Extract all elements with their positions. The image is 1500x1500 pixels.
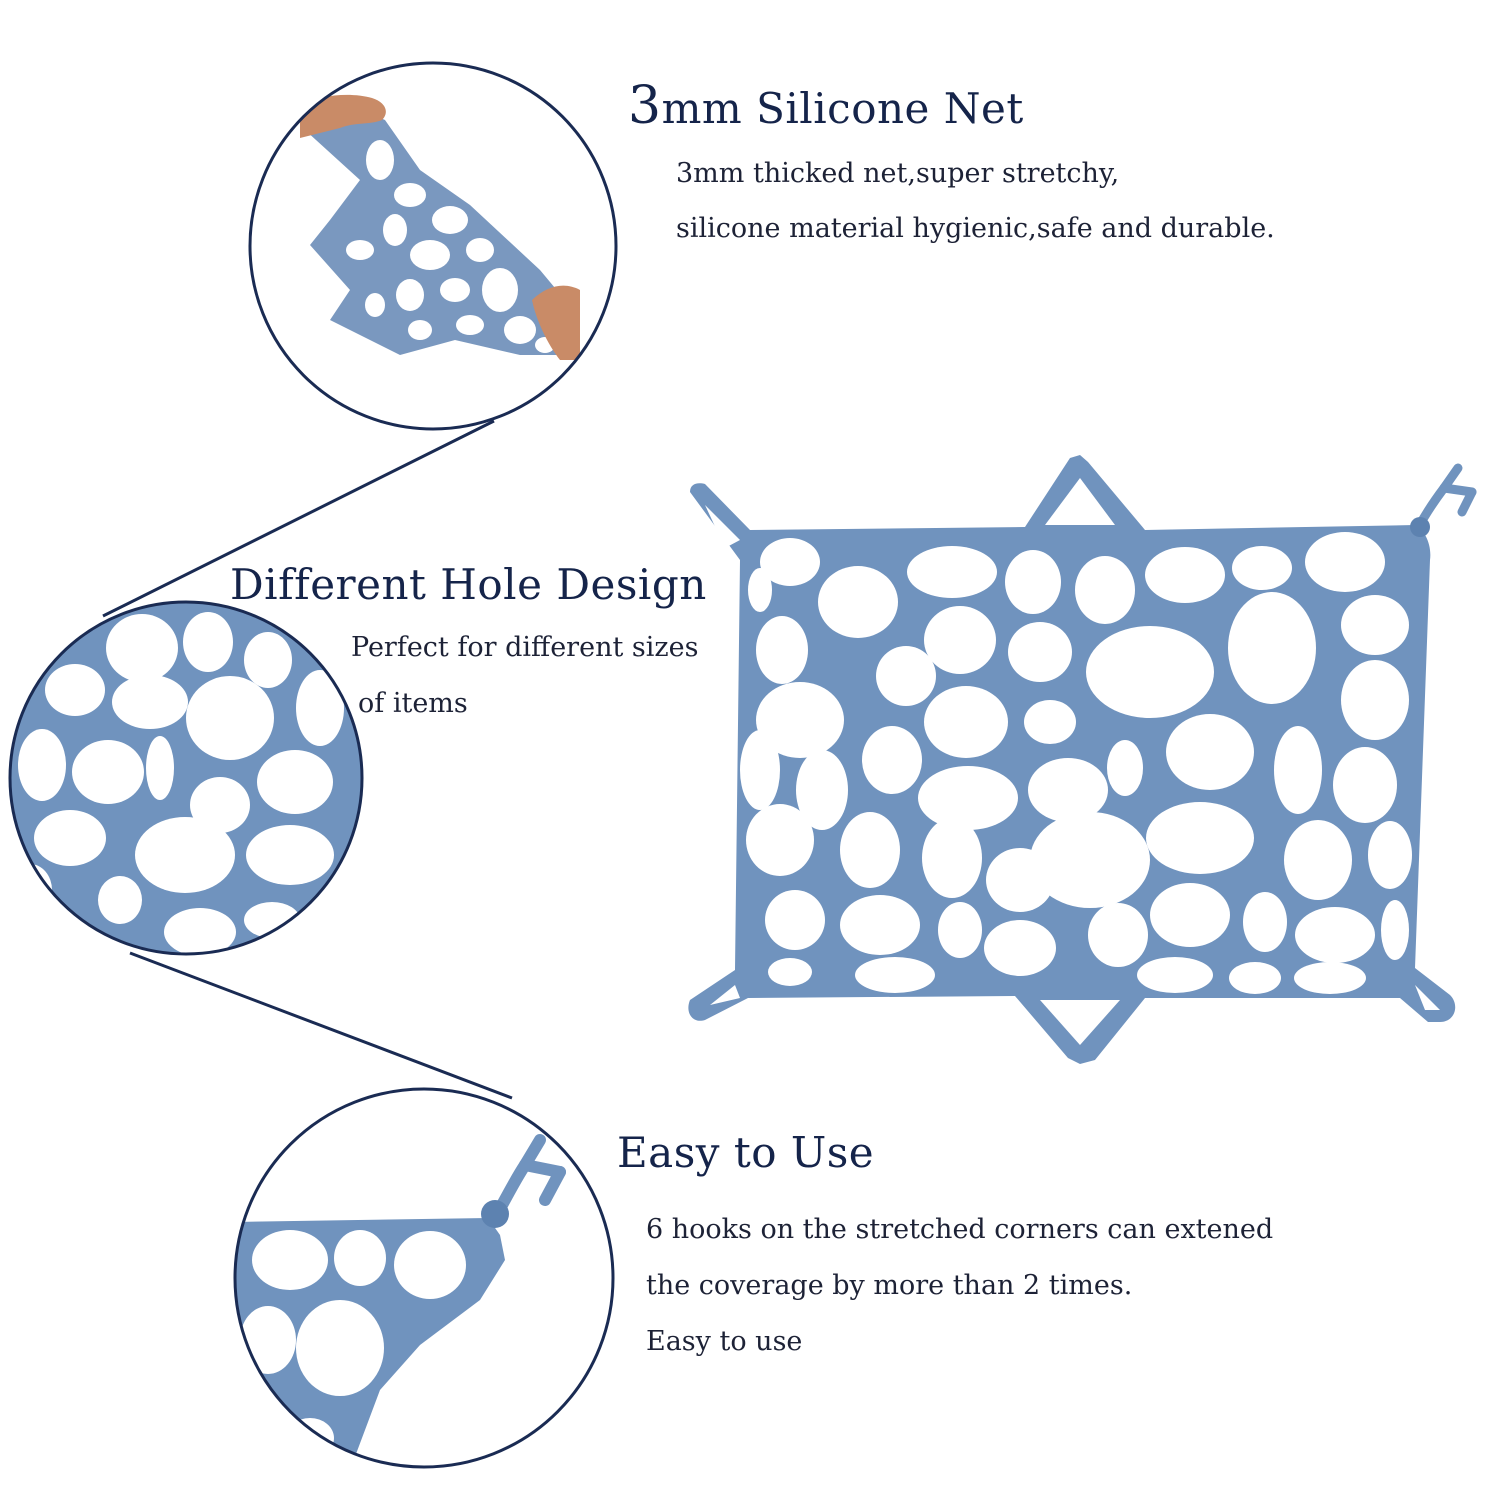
easy-use-desc-line-1: 6 hooks on the stretched corners can ext… [646,1214,1274,1245]
hole-design-desc-line-2: of items [358,688,468,719]
hole-design-desc-line-1: Perfect for different sizes [351,632,699,663]
hole-pattern-closeup [10,602,362,954]
silicone-net-main [688,455,1477,1064]
easy-use-desc-line-2: the coverage by more than 2 times. [646,1270,1133,1301]
silicone-net-desc-line-1: 3mm thicked net,super stretchy, [676,158,1120,189]
silicone-net-desc-line-2: silicone material hygienic,safe and dura… [676,213,1275,244]
stretched-net-photo [250,63,616,429]
heading-silicone-net: 3mm Silicone Net [628,76,1024,136]
connector-lines [102,419,513,1100]
heading-hole-design: Different Hole Design [230,560,707,609]
heading-silicone-net-rest: mm Silicone Net [661,84,1024,133]
easy-use-desc-line-3: Easy to use [646,1326,803,1357]
heading-easy-to-use: Easy to Use [617,1128,875,1177]
heading-silicone-net-lead: 3 [628,76,662,136]
corner-hook-closeup [235,1089,613,1467]
